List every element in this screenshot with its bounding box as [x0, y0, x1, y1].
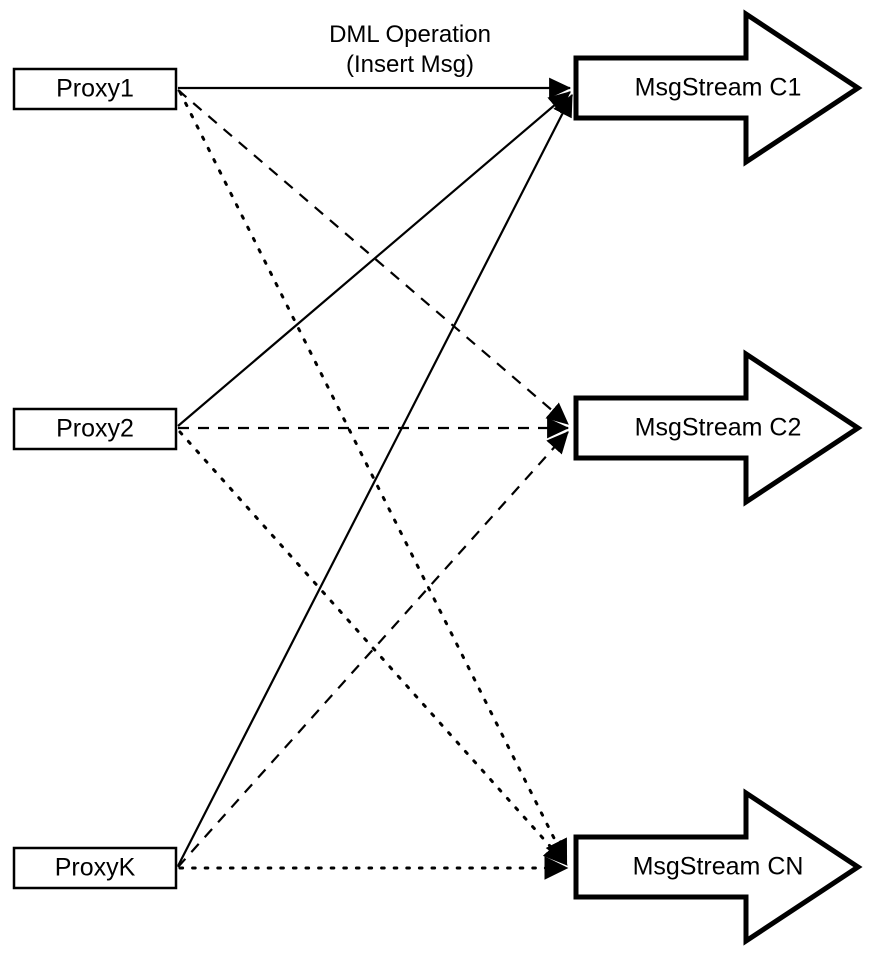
msgstream-label: MsgStream C2 — [635, 414, 802, 442]
proxy-label: ProxyK — [55, 854, 136, 882]
block-arrow-icon[interactable] — [573, 349, 863, 507]
proxy-box[interactable] — [12, 67, 178, 111]
connection-group — [177, 77, 573, 880]
connection-proxy1-stream-cn[interactable] — [178, 90, 568, 865]
msgstream-label: MsgStream C1 — [635, 74, 802, 102]
proxy-node-proxy2[interactable]: Proxy2 — [12, 407, 178, 451]
msgstream-node-c1[interactable]: MsgStream C1 — [573, 9, 863, 167]
edge-label-line2: (Insert Msg) — [346, 51, 474, 78]
block-arrow-icon[interactable] — [573, 9, 863, 167]
proxy-label: Proxy2 — [56, 415, 134, 443]
proxy-box[interactable] — [12, 407, 178, 451]
msgstream-node-cn[interactable]: MsgStream CN — [573, 788, 863, 946]
block-arrow-icon[interactable] — [573, 788, 863, 946]
edge-label-line1: DML Operation — [329, 21, 491, 48]
proxy-node-proxy1[interactable]: Proxy1 — [12, 67, 178, 111]
proxy-box[interactable] — [12, 846, 178, 890]
msgstream-node-c2[interactable]: MsgStream C2 — [573, 349, 863, 507]
edge-label-dml-operation: DML Operation (Insert Msg) — [329, 21, 491, 78]
connection-proxyk-stream-c1[interactable] — [177, 94, 573, 867]
msgstream-label: MsgStream CN — [633, 853, 804, 881]
connection-proxy2-stream-cn[interactable] — [178, 430, 568, 866]
proxy-node-proxyk[interactable]: ProxyK — [12, 846, 178, 890]
connection-proxy2-stream-c1[interactable] — [177, 91, 571, 427]
connection-proxy1-stream-c2[interactable] — [177, 89, 569, 425]
connection-proxyk-stream-c2[interactable] — [177, 431, 569, 868]
proxy-label: Proxy1 — [56, 75, 134, 103]
